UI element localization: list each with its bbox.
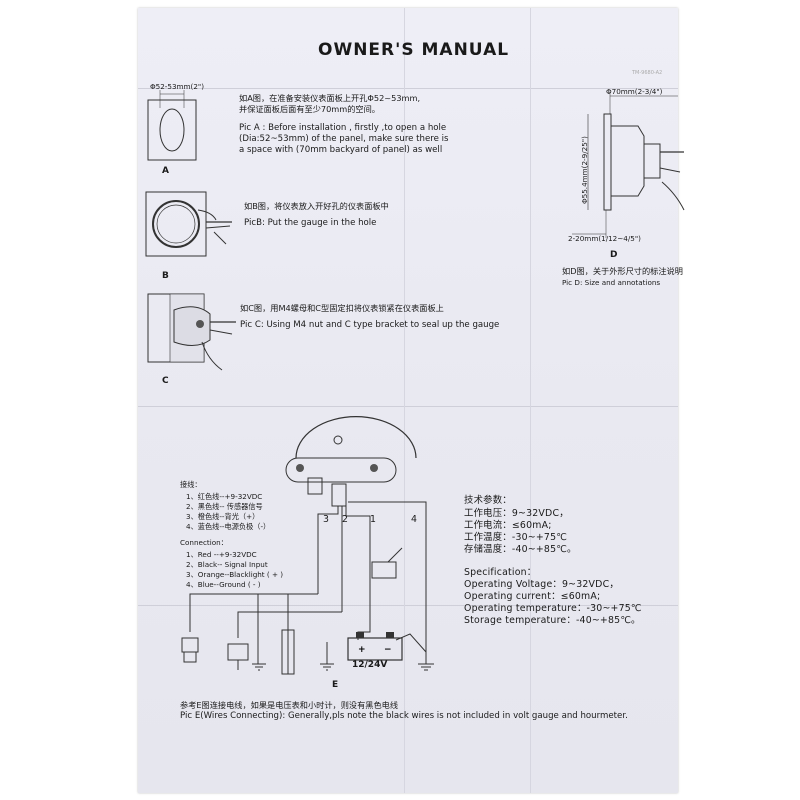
wire-number-1: 1 <box>370 514 377 525</box>
spec-cn-item: 存储温度：-40~+85℃。 <box>464 544 577 555</box>
top-right-note: TM-9680-A2 <box>632 70 663 76</box>
page-title: OWNER'S MANUAL <box>318 40 510 60</box>
pic-d-dim-top: Φ70mm(2-3/4") <box>606 87 663 96</box>
wiring-en-item: 3、Orange--Blacklight ( + ) <box>186 570 284 579</box>
spec-cn-item: 工作电压：9~32VDC， <box>464 508 569 519</box>
spec-en-heading: Specification： <box>464 567 537 578</box>
pic-c-cn: 如C图，用M4螺母和C型固定扣将仪表锁紧在仪表面板上 <box>240 303 444 313</box>
pic-a-en-line3: a space with (70mm backyard of panel) as… <box>239 145 443 155</box>
fold-line <box>404 8 405 793</box>
svg-text:+: + <box>358 645 366 655</box>
spec-en-item: Storage temperature：-40~+85℃。 <box>464 615 641 626</box>
pic-e-label: E <box>332 680 339 690</box>
spec-en-item: Operating current：≤60mA; <box>464 591 601 602</box>
pic-b-cn: 如B图，将仪表放入开好孔的仪表面板中 <box>244 201 389 211</box>
wire-number-4: 4 <box>411 514 418 525</box>
wiring-cn-item: 3、橙色线--背光（+） <box>186 512 260 521</box>
wire-number-2: 2 <box>342 514 349 525</box>
pic-c-en: Pic C: Using M4 nut and C type bracket t… <box>240 320 500 330</box>
spec-cn-heading: 技术参数： <box>464 495 512 506</box>
pic-d-drawing <box>572 92 685 238</box>
spec-en-item: Operating Voltage：9~32VDC， <box>464 579 619 590</box>
wiring-cn-heading: 接线： <box>180 480 202 489</box>
pic-d-label: D <box>610 250 618 260</box>
pic-d-dim-bottom: 2-20mm(1/12~4/5") <box>568 234 641 243</box>
wiring-cn-item: 1、红色线--+9-32VDC <box>186 492 263 501</box>
pic-a-label: A <box>162 166 169 176</box>
spec-cn-item: 工作温度：-30~+75℃ <box>464 532 567 543</box>
wiring-cn-item: 4、蓝色线--电源负极（-） <box>186 522 271 531</box>
wiring-en-item: 2、Black-- Signal Input <box>186 560 268 569</box>
pic-b-en: PicB: Put the gauge in the hole <box>244 218 377 228</box>
pic-e-wiring-diagram: + − <box>181 416 434 675</box>
wiring-en-item: 1、Red --+9-32VDC <box>186 550 257 559</box>
pic-c-label: C <box>162 376 169 386</box>
fold-line <box>138 88 678 89</box>
pic-a-drawing <box>147 90 197 161</box>
wiring-en-heading: Connection： <box>180 538 228 547</box>
pic-b-label: B <box>162 271 169 281</box>
pic-c-drawing <box>147 293 236 371</box>
pic-a-en-line1: Pic A : Before installation , firstly ,t… <box>239 123 447 133</box>
wiring-cn-item: 2、黑色线-- 传感器信号 <box>186 502 263 511</box>
pic-e-cn: 参考E图连接电线，如果是电压表和小时计，则没有黑色电线 <box>180 700 399 710</box>
pic-a-dimension: Φ52-53mm(2") <box>150 82 205 91</box>
fold-line <box>138 406 678 407</box>
svg-text:−: − <box>384 645 392 655</box>
pic-a-cn-line2: 并保证面板后面有至少70mm的空间。 <box>239 104 380 114</box>
pic-a-en-line2: (Dia:52~53mm) of the panel, make sure th… <box>239 134 449 144</box>
fold-line <box>530 8 531 793</box>
pic-d-dim-side: Φ55.4mm(2-9/25") <box>580 136 589 204</box>
pic-a-cn-line1: 如A图，在准备安装仪表面板上开孔Φ52~53mm, <box>239 93 421 103</box>
wire-number-3: 3 <box>323 514 330 525</box>
spec-en-item: Operating temperature：-30~+75℃ <box>464 603 642 614</box>
wiring-en-item: 4、Blue--Ground ( - ) <box>186 580 261 589</box>
spec-cn-item: 工作电流：≤60mA; <box>464 520 552 531</box>
pic-b-drawing <box>145 191 232 257</box>
pic-d-cn: 如D图，关于外形尺寸的标注说明 <box>562 266 683 276</box>
pic-d-en: Pic D: Size and annotations <box>562 278 661 287</box>
fold-line <box>138 605 678 606</box>
pic-e-en: Pic E(Wires Connecting): Generally,pls n… <box>180 711 628 721</box>
battery-label: 12/24V <box>352 660 388 670</box>
